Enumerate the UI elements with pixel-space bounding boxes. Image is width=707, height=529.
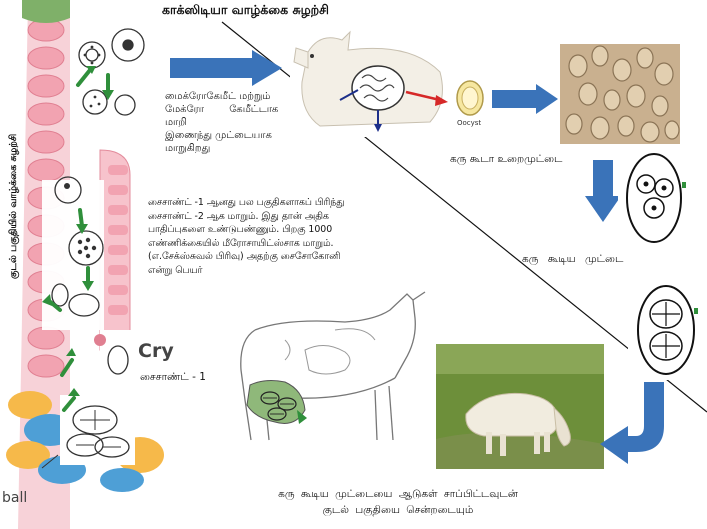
label-line: எண்ணிக்கையில் மீரோசாயிட்ஸ்சாக மாறும். xyxy=(148,237,426,251)
arrow-curved-return xyxy=(600,382,672,472)
oocyst-small xyxy=(452,78,492,123)
label-line: என்று பெயர் xyxy=(148,264,426,278)
label-line: சைசாண்ட் -1 ஆனது பல பகுதிகளாகப் பிரிந்து xyxy=(148,196,426,210)
arrow-to-sheep xyxy=(170,50,290,86)
arrow-to-microscope xyxy=(492,84,560,114)
goat-outline xyxy=(225,290,435,450)
label-micro-macro: மைக்ரோகேமீட் மற்றும் மேக்ரோ கேமீட்டாக மா… xyxy=(165,90,315,155)
microscope-photo xyxy=(560,44,680,144)
label-oocyst-shell: கரு கூடா உறைமுட்டை xyxy=(450,152,562,166)
oocyst-label: Oocyst xyxy=(457,119,481,127)
label-line: (எ.சேக்ஸ்சுவல் பிரிவு) அதற்கு சைசோகோனி xyxy=(148,250,426,264)
label-line: குடல் பகுதியை சென்றடையும் xyxy=(228,502,568,518)
label-line: மைக்ரோகேமீட் மற்றும் xyxy=(165,90,315,103)
label-line: இணைந்து முட்டையாக xyxy=(165,129,315,142)
label-line: சைசாண்ட் -2 ஆக மாறும். இது தான் அதிக xyxy=(148,210,426,224)
sheep-grazing-photo xyxy=(436,344,604,469)
label-schizont-paragraph: சைசாண்ட் -1 ஆனது பல பகுதிகளாகப் பிரிந்து… xyxy=(148,196,426,277)
label-line: பாதிப்புகளை உண்டுபண்ணும். பிறகு 1000 xyxy=(148,223,426,237)
label-embryonated: கரு கூடிய முட்டை xyxy=(522,252,623,266)
label-line: மேக்ரோ கேமீட்டாக xyxy=(165,103,315,116)
label-bottom: கரு கூடிய முட்டையை ஆடுகள் சாப்பிட்டவுடன்… xyxy=(228,486,568,518)
label-line: மாறி xyxy=(165,116,315,129)
embryonated-egg xyxy=(618,148,688,248)
label-line: கரு கூடிய முட்டையை ஆடுகள் சாப்பிட்டவுடன் xyxy=(228,486,568,502)
arrow-down-embryo xyxy=(585,160,621,224)
sporulated-oocyst xyxy=(628,280,700,380)
label-line: மாறுகிறது xyxy=(165,142,315,155)
label-schizont1: சைசாண்ட் - 1 xyxy=(140,370,206,384)
